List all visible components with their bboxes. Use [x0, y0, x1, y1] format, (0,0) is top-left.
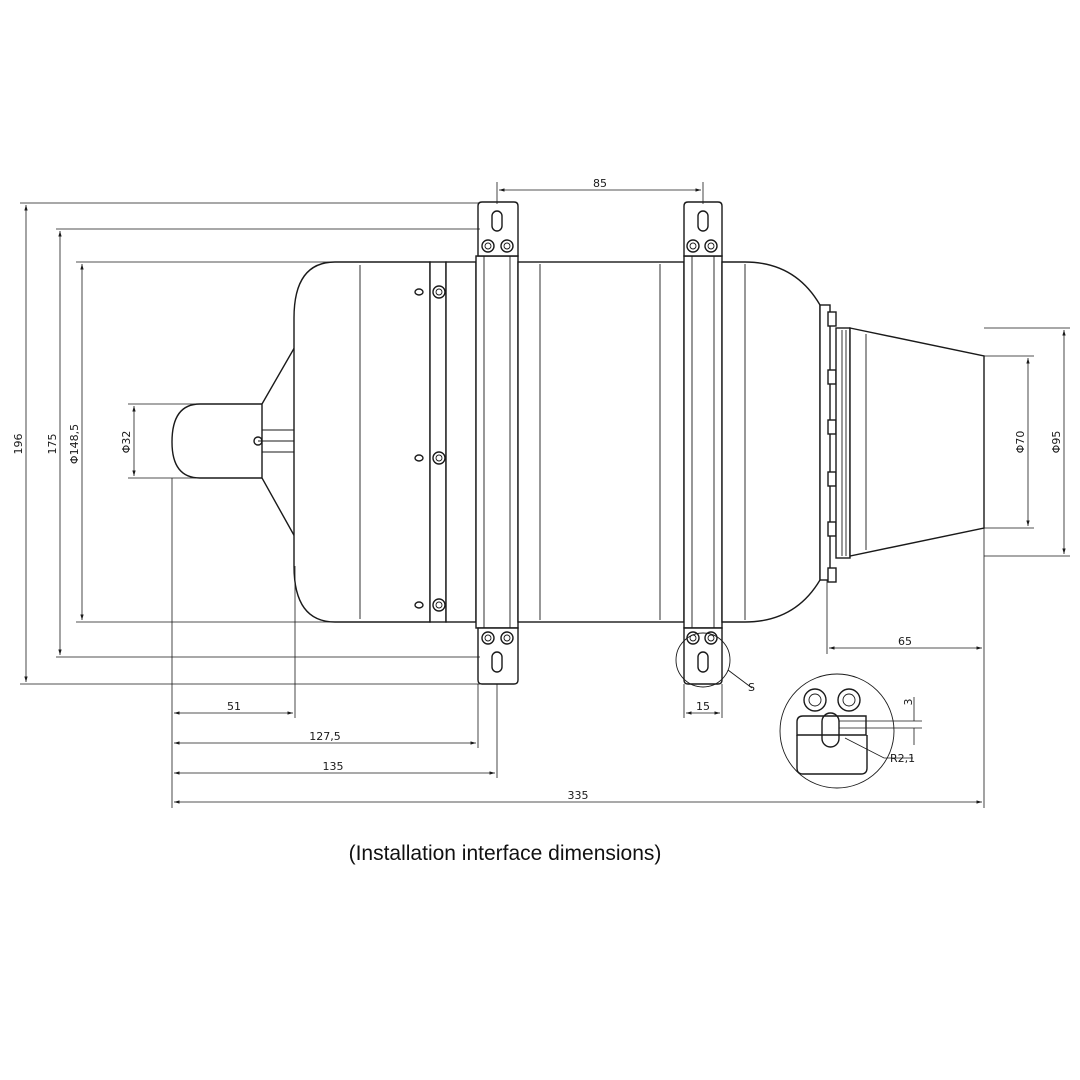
dim-flange-height: 175 [46, 434, 59, 455]
center-casing [517, 261, 685, 623]
dim-mount-spacing: 85 [593, 177, 607, 190]
casing-bolts [414, 285, 446, 612]
dim-inlet-diameter: Φ32 [120, 431, 133, 454]
inlet-nose [171, 403, 262, 479]
dimension-lines [20, 182, 1070, 808]
dim-exhaust-outer: Φ95 [1050, 431, 1063, 454]
engine-outline [171, 201, 985, 689]
front-casing [293, 261, 431, 623]
rear-mount-bottom-tab [683, 627, 723, 685]
dim-mount-end: 135 [323, 760, 344, 773]
dim-body-diameter: Φ148,5 [68, 424, 81, 464]
dim-front-mount: 127,5 [309, 730, 341, 743]
dim-exhaust-length: 65 [898, 635, 912, 648]
dim-overall-length: 335 [568, 789, 589, 802]
front-mount-top-tab [477, 201, 519, 257]
dim-mount-width: 15 [696, 700, 710, 713]
dim-slot-width: 3 [902, 699, 915, 706]
rear-mount-top-tab [683, 201, 723, 257]
rear-mount-flange [683, 255, 723, 629]
dim-front-offset: 51 [227, 700, 241, 713]
front-mount-flange [475, 255, 519, 629]
exhaust-nozzle [849, 327, 985, 557]
detail-view-s [779, 673, 922, 789]
dimension-labels: 196 175 Φ148,5 Φ32 85 Φ70 Φ95 65 15 51 1… [12, 177, 1063, 802]
detail-s-callout-circle [675, 632, 731, 688]
dim-overall-height: 196 [12, 434, 25, 455]
dim-slot-radius: R2,1 [890, 752, 915, 765]
front-mount-bottom-tab [477, 627, 519, 685]
detail-s-label: S [748, 681, 755, 694]
rear-casing [721, 261, 821, 623]
dim-exhaust-inner: Φ70 [1014, 431, 1027, 454]
figure-caption: (Installation interface dimensions) [348, 842, 662, 865]
